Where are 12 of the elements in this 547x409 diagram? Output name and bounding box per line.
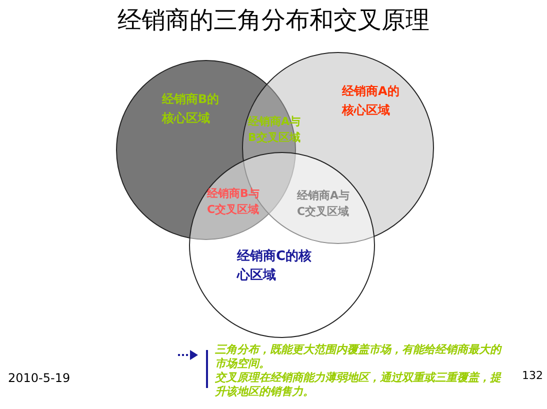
note-text: 三角分布，既能更大范围内覆盖市场，有能给经销商最大的市场空间。	[215, 343, 503, 371]
region-label: 经销商C的核心区域	[237, 248, 313, 285]
page-number: 132	[522, 369, 543, 382]
title: 经销商的三角分布和交叉原理	[116, 5, 430, 36]
region-label: 经销商A的核心区域	[342, 83, 400, 119]
note-text: 交叉原理在经销商能力薄弱地区，通过双重或三重覆盖，提升该地区的销售力。	[215, 371, 502, 399]
overlap-label: 经销商B与C交叉区域	[207, 186, 260, 218]
venn-circle	[189, 152, 375, 338]
overlap-label: 经销商A与B交叉区域	[248, 114, 302, 146]
overlap-label: 经销商A与C交叉区域	[297, 188, 351, 220]
date-text: 2010-5-19	[8, 371, 70, 385]
region-label: 经销商B的核心区域	[162, 91, 220, 127]
